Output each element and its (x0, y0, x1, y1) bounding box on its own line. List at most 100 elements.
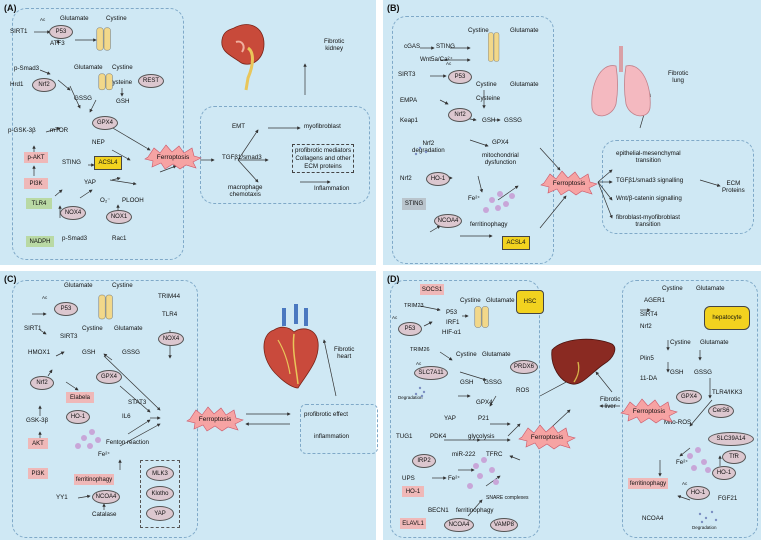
panel-a (0, 0, 376, 265)
d-snare: SNARE complexes (486, 495, 529, 501)
b-degr: Nrf2 degradation (412, 140, 445, 155)
a-tgf: TGFβ1/smad3 (222, 154, 262, 161)
d-cystine-mid: Cystine (456, 351, 477, 358)
c-mlk3: MLK3 (146, 466, 174, 481)
c-profib: profibrotic effect (304, 411, 348, 418)
b-nrf2: Nrf2 (448, 108, 472, 122)
d-tug1: TUG1 (396, 433, 413, 440)
d-organ-label: Fibrotic liver (600, 396, 621, 411)
d-gpx4-r: GPX4 (676, 390, 702, 404)
cell-boundary-c (12, 280, 198, 538)
c-glutamate-top: Glutamate (64, 282, 93, 289)
c-heart-icon (263, 304, 319, 389)
b-sting: STING (436, 43, 455, 50)
d-hif: HIF-α1 (442, 329, 462, 336)
a-hrd1: Hrd1 (10, 81, 24, 88)
a-pakt: p-AKT (24, 152, 48, 163)
b-tgf: TGFβ1/smad3 signalling (616, 177, 684, 184)
d-sirt4: SIRT4 (640, 311, 658, 318)
c-klotho: Klotho (146, 486, 174, 501)
b-wnt: Wnt5a/Ca²⁺ (420, 56, 453, 63)
b-nrf2-left: Nrf2 (400, 175, 412, 182)
d-fe2: Fe²⁺ (448, 475, 461, 482)
b-glutamate-top: Glutamate (510, 27, 539, 34)
d-cystine-top: Cystine (460, 297, 481, 304)
d-prdx: PRDX6 (510, 360, 538, 374)
c-nox4: NOX4 (158, 332, 184, 346)
d-ferroptosis-left: Ferroptosis (518, 424, 576, 450)
c-inflam: inflammation (314, 433, 350, 440)
b-gssg: GSSG (504, 117, 522, 124)
d-mir: miR-222 (452, 451, 476, 458)
d-glyco: glycolysis (468, 433, 495, 440)
a-ferroptosis: Ferroptosis (144, 144, 202, 170)
c-yy1: YY1 (56, 494, 68, 501)
d-cers6: CerS6 (708, 404, 734, 418)
a-acsl4: ACSL4 (94, 156, 122, 170)
c-hmox1: HMOX1 (28, 349, 51, 356)
a-o2: O₂⁻ (100, 197, 111, 204)
a-macro: macrophage chemotaxis (228, 184, 263, 199)
d-gsh-r: GSH (670, 369, 684, 376)
d-ferritin: ferritinophagy (456, 507, 494, 514)
b-ho1: HO-1 (426, 172, 450, 186)
a-tlr4: TLR4 (26, 198, 52, 209)
d-ncoa4: NCOA4 (444, 518, 474, 532)
c-ho1: HO-1 (66, 410, 90, 424)
a-emt: EMT (232, 123, 246, 130)
c-ferritin: ferritinophagy (74, 474, 114, 485)
c-pi3k: PI3K (28, 468, 48, 479)
a-channel-top (96, 27, 111, 51)
d-glutamate-r: Glutamate (696, 285, 725, 292)
b-fmt: fibroblast-myofibroblast transition (616, 214, 680, 229)
d-fgf21: FGF21 (718, 495, 738, 502)
a-glutamate-mid: Glutamate (74, 64, 103, 71)
d-cystine-r2: Cystine (670, 339, 691, 346)
d-vamp8: VAMP8 (490, 518, 518, 532)
d-slc39: SLC39A14 (708, 432, 754, 446)
c-il6: IL6 (122, 413, 131, 420)
a-cystine-top: Cystine (106, 15, 127, 22)
d-hsc: HSC (516, 290, 544, 314)
a-nrf2: Nrf2 (32, 78, 56, 92)
b-sirt3: SIRT3 (398, 71, 416, 78)
b-ac-tag: Ac (446, 61, 452, 66)
c-tlr4: TLR4 (162, 311, 178, 318)
d-glutamate-mid: Glutamate (482, 351, 511, 358)
a-nox1: NOX1 (106, 210, 132, 224)
d-trim26: TRIM26 (410, 347, 430, 353)
a-pgsk: p-GSK-3β (8, 127, 36, 134)
outcome-box-c (300, 404, 378, 454)
b-keap1: Keap1 (400, 117, 418, 124)
b-wnt2: Wnt/β-catenin signalling (616, 195, 682, 202)
a-organ-label: Fibrotic kidney (324, 38, 345, 53)
a-gssg: GSSG (74, 95, 92, 102)
c-ferroptosis: Ferroptosis (186, 406, 244, 432)
d-ho1: HO-1 (402, 486, 424, 497)
c-nrf2: Nrf2 (30, 376, 54, 390)
d-tfr: TfR (722, 450, 746, 464)
c-ncoa4: NCOA4 (92, 490, 120, 504)
b-mito: mitochondrial dysfunction (482, 152, 519, 167)
c-channel (98, 294, 113, 320)
d-tlr4: TLR4/IKK3 (712, 389, 743, 396)
a-nep: NEP (92, 139, 105, 146)
d-ros: ROS (516, 387, 530, 394)
d-slc7a11: SLC7A11 (414, 366, 448, 380)
b-glutamate-mid: Glutamate (510, 81, 539, 88)
d-pdk4: PDK4 (430, 433, 447, 440)
d-ho1-r2: HO-1 (686, 486, 710, 500)
d-fe2-r: Fe²⁺ (676, 459, 689, 466)
a-mediators: profibrotic mediators Collagens and othe… (292, 144, 355, 174)
b-gpx4: GPX4 (492, 139, 509, 146)
a-sirt1: SIRT1 (10, 28, 28, 35)
d-tfrc: TFRC (486, 451, 503, 458)
a-plooh: PLOOH (122, 197, 144, 204)
d-yap: YAP (444, 415, 456, 422)
a-kidney-icon (221, 24, 265, 91)
c-yap: YAP (146, 506, 174, 521)
d-degr: Degradation (398, 395, 423, 400)
c-sirt1: SIRT1 (24, 325, 42, 332)
